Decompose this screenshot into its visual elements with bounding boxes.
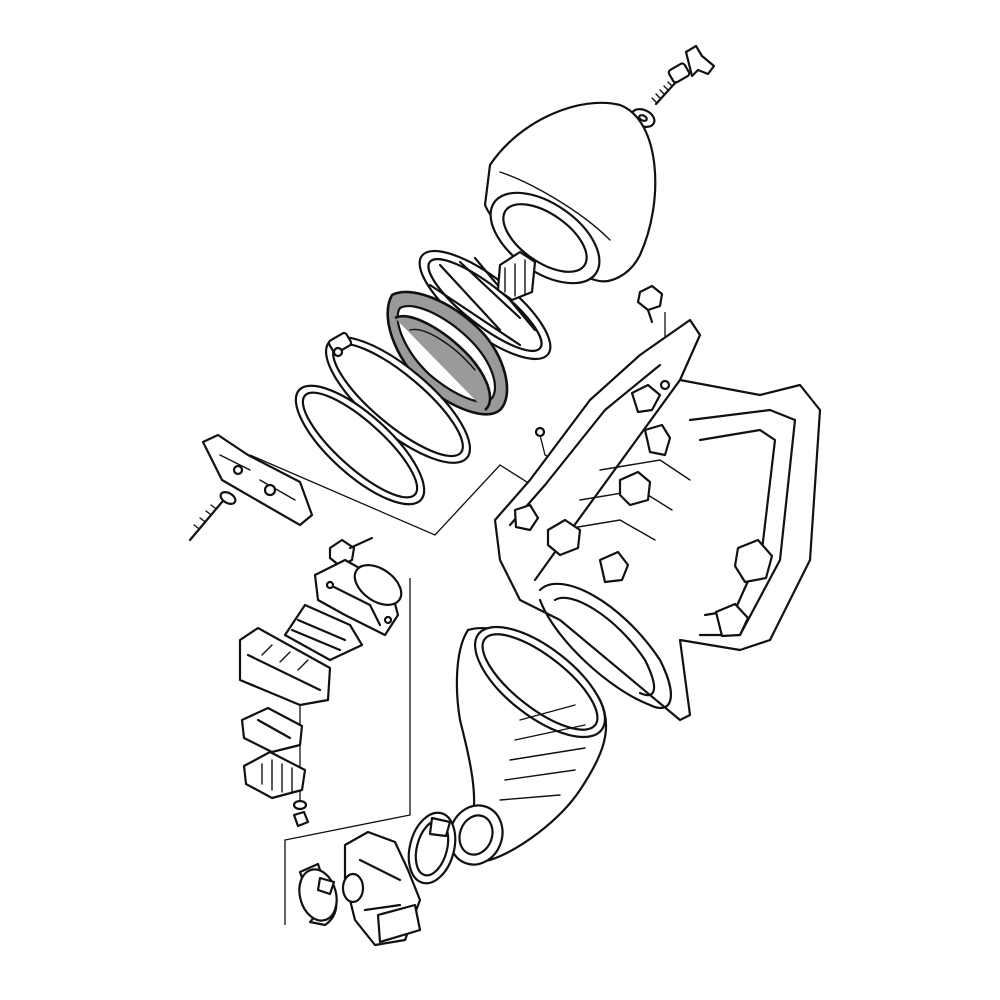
carburetor[interactable]	[341, 830, 422, 947]
reed-stopper[interactable]	[242, 750, 310, 828]
air-filter-element[interactable]	[386, 290, 509, 416]
seal-ring[interactable]	[279, 368, 441, 522]
mounting-bolt-lower[interactable]	[328, 536, 374, 568]
intake-boot[interactable]	[441, 607, 622, 872]
filter-cage[interactable]	[405, 234, 566, 377]
bracket-plate[interactable]	[201, 433, 314, 527]
intake-clamp[interactable]	[401, 808, 462, 889]
wing-bolt[interactable]	[651, 44, 716, 106]
mounting-bolt[interactable]	[636, 284, 664, 324]
reed-valve-housing[interactable]	[313, 557, 408, 637]
air-box[interactable]	[493, 318, 822, 722]
reed-petal[interactable]	[240, 706, 304, 754]
hose-clamp[interactable]	[308, 318, 487, 483]
filter-cover[interactable]	[475, 101, 657, 302]
carburetor-clamp[interactable]	[294, 862, 342, 927]
reed-block[interactable]	[238, 603, 364, 707]
small-screw[interactable]	[188, 490, 237, 542]
